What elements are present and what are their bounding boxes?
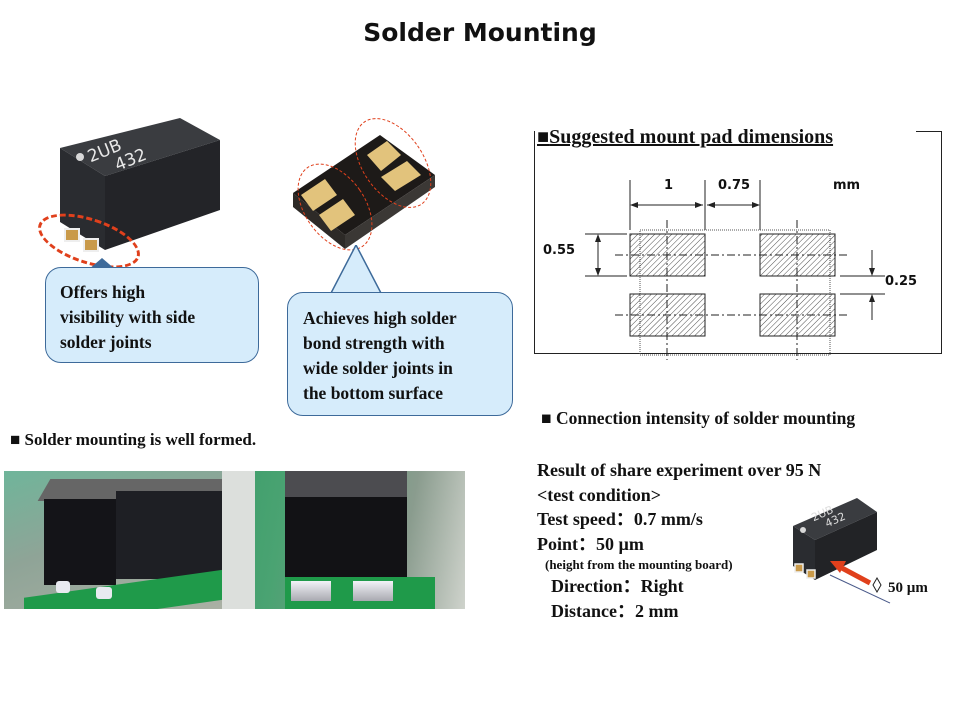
point-note: (height from the mounting board) <box>545 557 733 572</box>
shear-test-chip: 2UB 432 <box>785 492 885 587</box>
connection-intensity-heading: ■ Connection intensity of solder mountin… <box>541 408 856 428</box>
solder-formed-heading: ■ Solder mounting is well formed. <box>10 430 257 449</box>
square-bullet-icon: ■ <box>541 408 552 428</box>
shear-arrow-diagram <box>829 561 891 604</box>
solder-joint <box>291 581 331 601</box>
chip-body <box>44 499 116 585</box>
chip-bottom-illustration <box>293 118 435 251</box>
dim-gap: 0.75 <box>718 178 751 193</box>
solder-photo-angle <box>4 471 222 609</box>
shear-result: Result of share experiment over 95 N <box>537 460 822 480</box>
chip-body <box>285 497 407 577</box>
square-bullet-icon: ■ <box>10 430 21 449</box>
solder-joint <box>353 581 393 601</box>
product-photo-side: 2UB 432 <box>20 110 250 280</box>
shear-arrowhead-icon <box>830 561 846 573</box>
side-terminal <box>83 238 99 252</box>
product-photo-bottom <box>285 115 445 275</box>
callout-pointer <box>330 245 383 295</box>
test-point: Point：50 µm <box>537 533 644 554</box>
shear-arrow-icon <box>838 564 872 586</box>
chip-test-illustration <box>793 498 877 580</box>
chip-side-illustration <box>60 118 220 250</box>
square-bullet-icon: ■ <box>537 126 550 148</box>
condition-label: <test condition> <box>537 484 662 505</box>
dim-unit: mm <box>833 178 861 193</box>
pad-dimensions-heading: ■Suggested mount pad dimensions <box>537 126 834 149</box>
test-distance: Distance：2 mm <box>551 600 679 621</box>
chip-body <box>116 491 222 579</box>
test-direction: Direction：Right <box>551 576 684 596</box>
pad-dimension-frame <box>534 131 942 354</box>
solder-photo-front <box>255 471 465 609</box>
callout-bottom-strength: Achieves high solder bond strength with … <box>287 292 513 416</box>
callout-side-visibility: Offers high visibility with side solder … <box>45 267 259 363</box>
height-marker-icon <box>872 576 882 594</box>
solder-joint <box>56 581 70 593</box>
test-conditions: Result of share experiment over 95 N <te… <box>537 458 821 623</box>
solder-joint <box>96 587 112 599</box>
test-speed: Test speed：0.7 mm/s <box>537 509 703 529</box>
slide-title: Solder Mounting <box>363 18 597 47</box>
pad-layout-drawing <box>585 180 885 360</box>
height-label: 50 µm <box>888 580 928 596</box>
dim-pad-height: 0.55 <box>543 243 576 258</box>
dim-pad-width: 1 <box>664 178 674 193</box>
dim-pad-spacing: 0.25 <box>885 274 918 289</box>
pad-frame-top-right <box>916 131 941 132</box>
side-terminal <box>64 228 80 242</box>
chip-body <box>285 471 407 497</box>
